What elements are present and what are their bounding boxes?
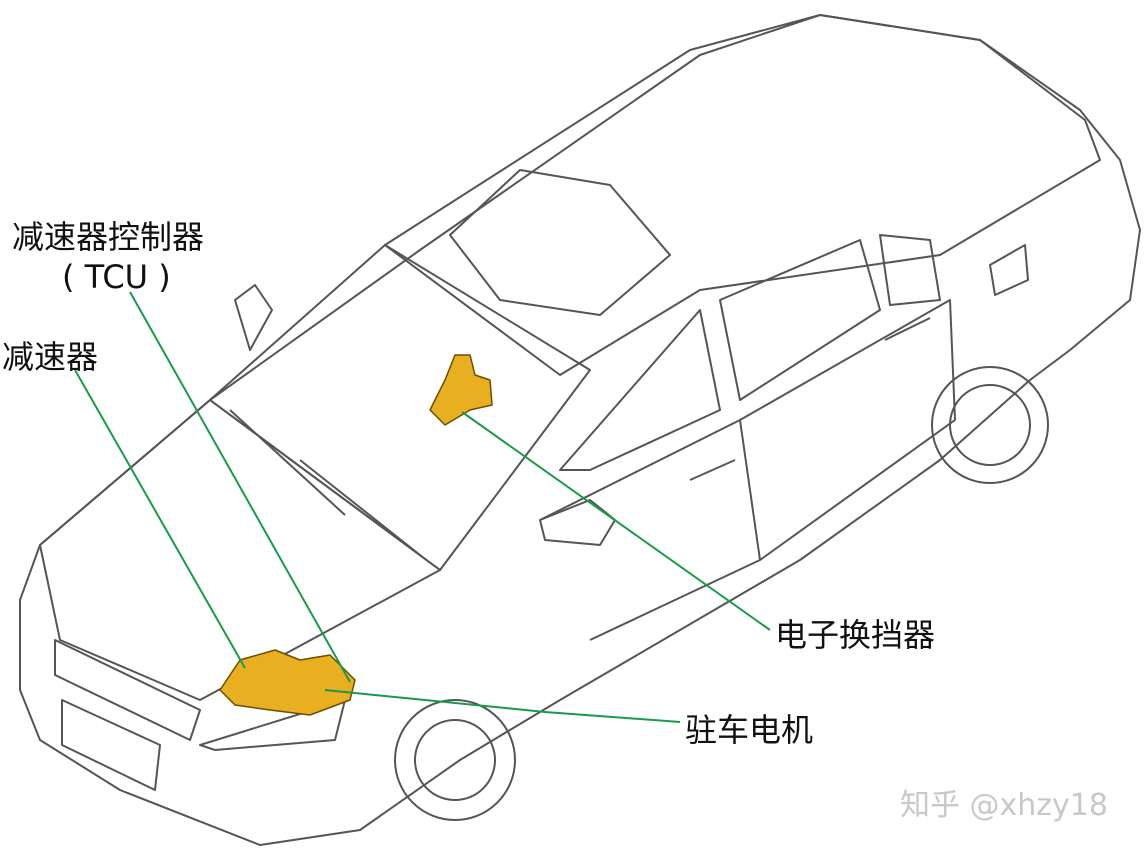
shifter-label: 电子换挡器 xyxy=(775,616,936,654)
tcu-leader-line xyxy=(129,291,351,683)
parking-motor-leader-line xyxy=(324,689,681,723)
shifter-leader-line xyxy=(461,411,771,631)
parking-motor-label: 驻车电机 xyxy=(685,711,814,749)
leader-lines xyxy=(74,291,771,723)
watermark: 知乎 @xhzy18 xyxy=(900,788,1108,823)
car-body-outline xyxy=(19,14,1141,846)
tcu-label: 减速器控制器 xyxy=(12,218,205,256)
reducer-leader-line xyxy=(74,369,246,669)
components xyxy=(219,354,493,716)
tcu-label-abbr: ( TCU ) xyxy=(62,258,171,296)
reducer-label: 减速器 xyxy=(2,338,99,376)
electronic-shifter-part xyxy=(429,354,493,426)
reducer-part xyxy=(219,649,356,716)
